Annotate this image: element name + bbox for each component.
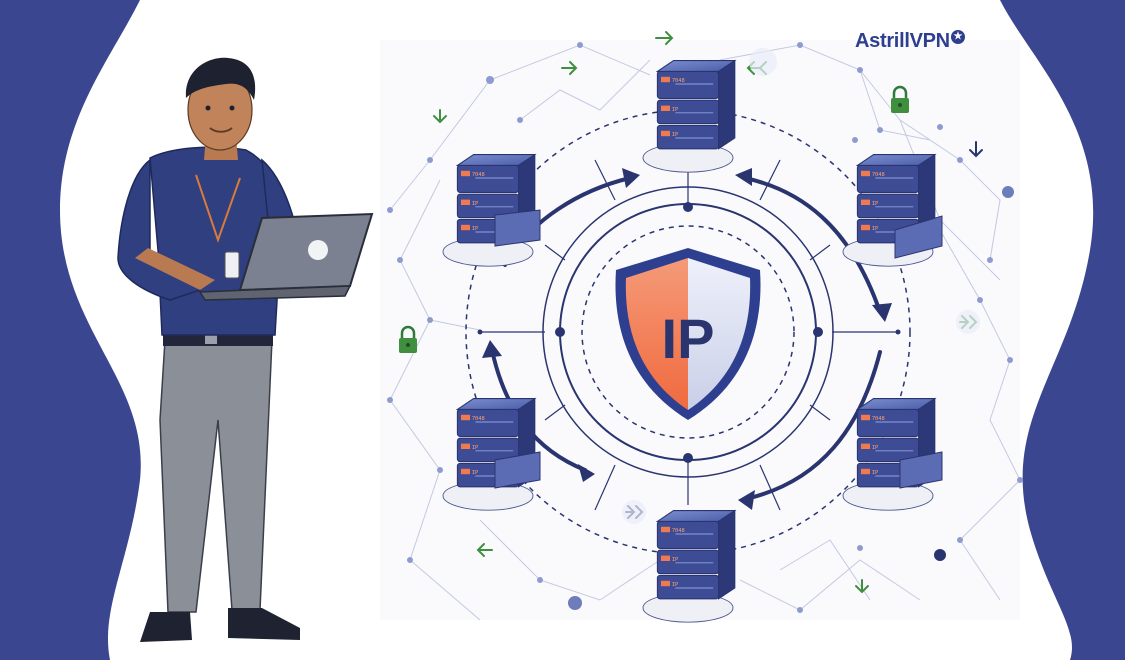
server-row-label: 7048 (872, 172, 885, 178)
server-row-label: 7048 (472, 416, 485, 422)
server-row-label: IP (672, 132, 679, 138)
server-row-label: IP (872, 201, 879, 207)
server-row-label: IP (472, 445, 479, 451)
star-icon: ★ (950, 30, 965, 44)
server-row-label: 7048 (472, 172, 485, 178)
server-row-label: IP (672, 582, 679, 588)
server-row-label: IP (472, 201, 479, 207)
server-row-label: IP (672, 107, 679, 113)
server-row-label: 7048 (872, 416, 885, 422)
server-row-label: IP (872, 226, 879, 232)
server-row-label: 7048 (672, 528, 685, 534)
shield-label: IP (662, 307, 715, 370)
brand-logo: AstrillVPN★ (855, 30, 965, 53)
server-row-label: IP (472, 226, 479, 232)
server-row-label: IP (472, 470, 479, 476)
server-row-label: IP (872, 470, 879, 476)
network-nodes (387, 42, 1023, 613)
shield-icon: IP (615, 248, 761, 420)
server-row-label: IP (872, 445, 879, 451)
person-with-laptop-icon (117, 57, 374, 642)
right-wave (1000, 0, 1125, 660)
server-row-label: 7048 (672, 78, 685, 84)
server-row-label: IP (672, 557, 679, 563)
spokes (478, 159, 900, 511)
brand-name: AstrillVPN (855, 30, 950, 52)
left-wave (0, 0, 141, 660)
